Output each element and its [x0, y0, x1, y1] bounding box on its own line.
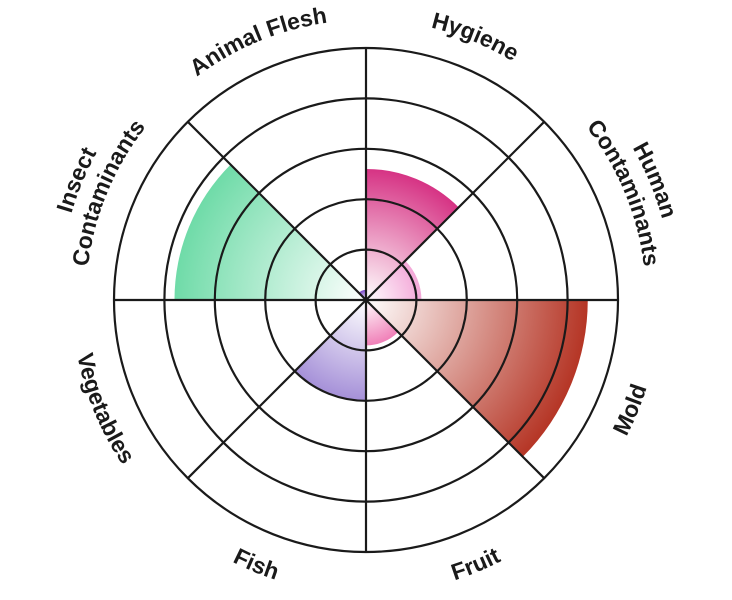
wedges-layer [174, 164, 588, 457]
category-label-mold: Mold [607, 381, 651, 439]
grid-layer [112, 46, 620, 554]
category-label-animal-flesh: Animal Flesh [185, 2, 329, 81]
wedge-mold [366, 300, 588, 457]
grid-spoke [365, 121, 545, 301]
grid-spoke [187, 299, 367, 479]
wedge-insect-contaminants [174, 164, 366, 300]
category-label-fish: Fish [230, 543, 283, 585]
category-label-fruit: Fruit [448, 542, 505, 585]
wedge-fish [294, 300, 366, 401]
grid-spoke [365, 299, 545, 479]
category-label-vegetables: Vegetables [72, 351, 140, 469]
category-label-hygiene: Hygiene [429, 7, 523, 66]
wedge-fruit [366, 300, 399, 346]
grid-spoke [187, 121, 367, 301]
